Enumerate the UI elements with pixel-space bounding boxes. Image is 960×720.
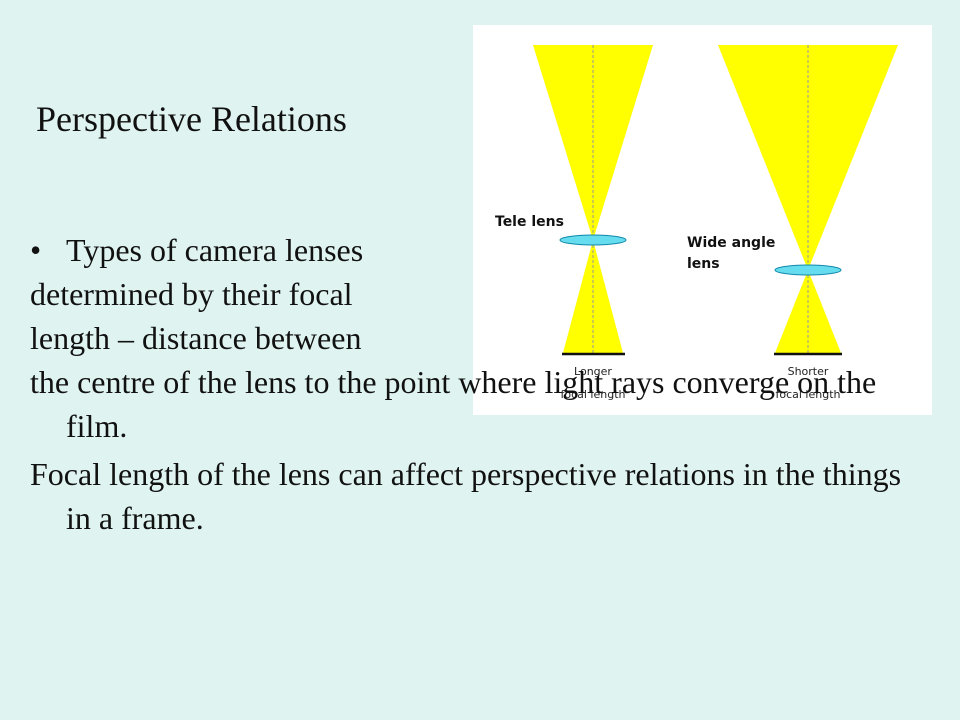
bullet-line: • Types of camera lenses [30, 228, 930, 272]
longer-label: Longer [574, 365, 612, 378]
shorter-label: Shorter [788, 365, 829, 378]
wide-lens-label-line1: Wide angle [687, 235, 775, 251]
body-line-5: Focal length of the lens can affect pers… [30, 456, 902, 536]
tele-lens-icon [559, 234, 627, 246]
body-line-4: the centre of the lens to the point wher… [30, 364, 877, 444]
tele-lens-label: Tele lens [495, 214, 564, 230]
body-line-2: determined by their focal [30, 276, 353, 312]
body-line-1: Types of camera lenses [66, 232, 364, 268]
slide-body: • Types of camera lenses determined by th… [30, 228, 930, 540]
longer-focal-length-label: focal length [560, 388, 625, 401]
bullet-symbol: • [30, 232, 42, 268]
shorter-focal-length-label: focal length [775, 388, 840, 401]
body-line-3: length – distance between [30, 320, 362, 356]
lens-diagram: Tele lens Longer focal length Wide angle… [473, 25, 932, 415]
wide-lens-label-line2: lens [687, 256, 720, 272]
lens-diagram-svg: Tele lens Longer focal length Wide angle… [495, 45, 898, 401]
slide-title: Perspective Relations [36, 99, 347, 139]
wide-lens-icon [774, 264, 842, 276]
